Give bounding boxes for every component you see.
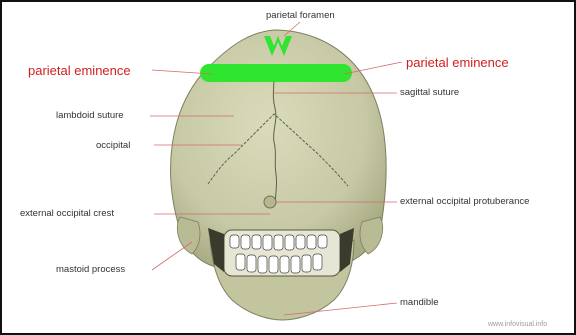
label-parietal-eminence-left: parietal eminence xyxy=(28,64,131,77)
parietal-eminence-highlight xyxy=(200,64,352,82)
label-lambdoid-suture: lambdoid suture xyxy=(56,111,124,121)
label-external-occipital-protuberance: external occipital protuberance xyxy=(400,197,529,207)
occipital-protuberance xyxy=(264,196,276,208)
label-external-occipital-crest: external occipital crest xyxy=(20,209,114,219)
label-mandible: mandible xyxy=(400,298,439,308)
label-parietal-foramen: parietal foramen xyxy=(266,11,335,21)
label-occipital: occipital xyxy=(96,141,130,151)
mastoid-right xyxy=(360,217,383,254)
label-mastoid-process: mastoid process xyxy=(56,265,125,275)
leader-mastoid xyxy=(152,242,192,270)
upper-teeth xyxy=(230,235,327,250)
mastoid-left xyxy=(177,217,200,254)
watermark: www.infovisual.info xyxy=(488,321,547,328)
label-sagittal-suture: sagittal suture xyxy=(400,88,459,98)
label-parietal-eminence-right: parietal eminence xyxy=(406,56,509,69)
